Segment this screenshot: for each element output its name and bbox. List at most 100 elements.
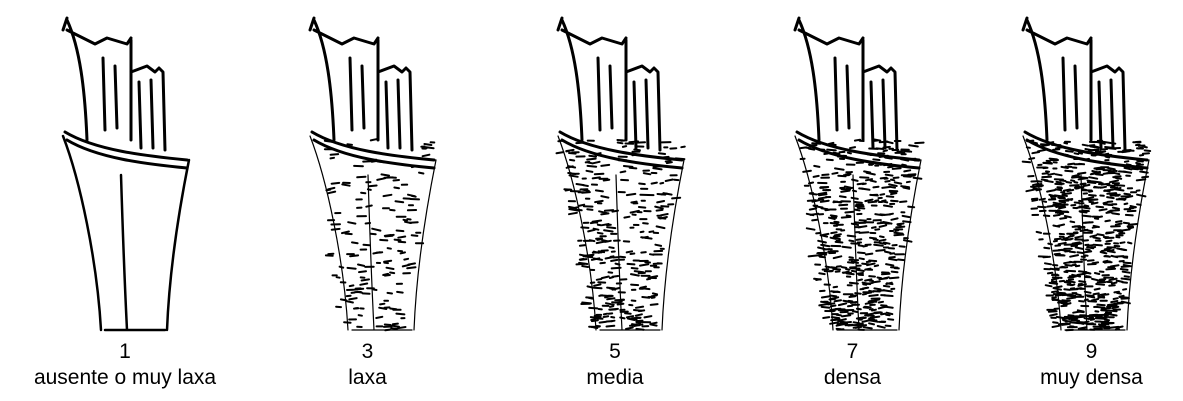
hair [1088, 182, 1096, 183]
hair [1023, 162, 1030, 163]
hair [837, 315, 841, 316]
hair [393, 324, 398, 325]
hair [634, 310, 642, 311]
hair [332, 229, 340, 230]
hair [350, 285, 354, 286]
hair [886, 315, 890, 316]
hair [569, 213, 577, 214]
hair [1062, 324, 1070, 325]
hair [372, 229, 380, 231]
hair [853, 311, 857, 312]
hair [1094, 293, 1099, 294]
hair [875, 200, 878, 201]
hair [657, 210, 663, 211]
hair [823, 269, 829, 270]
hair [834, 287, 838, 288]
hair [841, 191, 849, 192]
hair [900, 246, 905, 247]
hair [1098, 294, 1105, 295]
hair [326, 190, 330, 191]
hair [1052, 291, 1058, 292]
hair [1139, 169, 1142, 170]
hair [863, 284, 866, 285]
hair [612, 321, 615, 322]
hair [801, 147, 807, 148]
hair [857, 317, 864, 318]
hair [1132, 207, 1136, 208]
hair [895, 182, 901, 183]
scale-value-1: 1 [0, 340, 250, 364]
hair [1071, 180, 1074, 181]
hair [1136, 163, 1140, 164]
hair [1140, 155, 1143, 156]
hair [1096, 174, 1103, 175]
hair [359, 315, 362, 316]
hair [1083, 240, 1089, 241]
hair [1096, 284, 1104, 285]
hair [634, 150, 640, 151]
hair [886, 175, 893, 176]
hair [878, 326, 885, 328]
culm-outline [558, 18, 626, 140]
hair [1095, 315, 1099, 316]
hair [852, 271, 856, 272]
hair [904, 187, 908, 188]
hair [1050, 314, 1057, 316]
hair [666, 180, 673, 182]
hair [1044, 248, 1049, 249]
hair [1091, 173, 1098, 174]
hair [395, 240, 401, 241]
hair [859, 226, 867, 227]
hair [366, 206, 372, 207]
scale-label-3: laxa [250, 366, 485, 390]
hair [831, 267, 836, 268]
hair [1100, 325, 1106, 326]
hair [873, 187, 878, 188]
hair [612, 302, 619, 303]
scale-value-3: 3 [250, 340, 485, 364]
hair [390, 273, 394, 274]
hair [596, 190, 603, 191]
hair [831, 232, 836, 233]
hair [1084, 208, 1090, 209]
hair [864, 327, 872, 328]
hair [1043, 257, 1050, 258]
hair [331, 158, 335, 159]
hair [807, 228, 815, 229]
hair [1038, 207, 1046, 208]
hair [1055, 195, 1063, 196]
hair [1110, 181, 1118, 183]
hair [1056, 295, 1061, 296]
hair [570, 175, 578, 176]
hair [405, 222, 411, 223]
hair [846, 269, 849, 270]
hair [884, 243, 890, 244]
hair [887, 313, 893, 314]
hair [390, 210, 395, 211]
hair [388, 177, 396, 178]
hair [1117, 293, 1121, 294]
hair [1117, 185, 1124, 186]
hair [855, 140, 860, 141]
hair [1089, 317, 1093, 318]
hair [852, 198, 858, 199]
hair [876, 148, 883, 149]
hair [877, 290, 884, 291]
hair [383, 274, 388, 275]
hair [803, 171, 811, 172]
hair [830, 299, 836, 300]
hair [666, 161, 671, 162]
hair [364, 245, 370, 246]
hair [655, 245, 661, 246]
hair [1087, 245, 1092, 246]
hair [595, 155, 600, 156]
hair [834, 201, 841, 202]
hair [657, 226, 665, 228]
ligule-band [65, 132, 187, 168]
hair [840, 196, 846, 197]
hair [636, 307, 643, 308]
hair [627, 316, 633, 317]
hair [845, 187, 851, 188]
hair [880, 240, 886, 241]
hair [898, 260, 904, 261]
